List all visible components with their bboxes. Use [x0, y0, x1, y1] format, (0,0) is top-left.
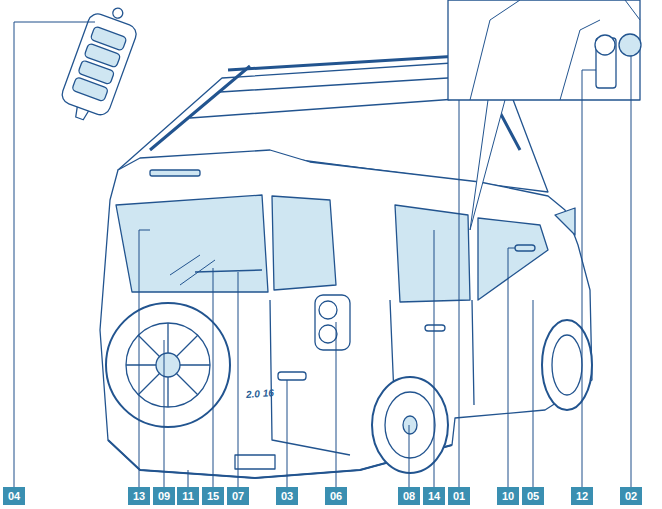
brake-light [150, 170, 200, 176]
callout-number: 13 [128, 487, 150, 505]
spare-wheel [106, 303, 230, 427]
leader-line [582, 70, 596, 487]
fob-button [72, 77, 109, 102]
leader-line [336, 322, 337, 487]
license-plate [235, 455, 275, 469]
callout-number: 06 [325, 487, 347, 505]
car-body [100, 150, 592, 478]
leader-line [287, 380, 288, 487]
front-rim [552, 335, 582, 395]
fob-body [59, 11, 138, 117]
key-fob [56, 0, 143, 127]
callout-number: 09 [153, 487, 175, 505]
door-handle [515, 245, 535, 251]
callout-number: 14 [423, 487, 445, 505]
tail-light-lamp [319, 301, 337, 319]
callout-number: 04 [3, 487, 25, 505]
rear-wiper [170, 255, 215, 285]
leader-line [14, 22, 95, 487]
cup-holder [619, 34, 641, 56]
shift-knob [595, 35, 615, 55]
callout-number: 05 [522, 487, 544, 505]
front-wheel [542, 320, 592, 410]
leader-line [508, 248, 515, 487]
tail-light-lamp [319, 325, 337, 343]
inset-pointer [470, 100, 505, 230]
roof-crossbar [190, 76, 480, 118]
quarter-window [272, 196, 336, 290]
leader-line [238, 272, 239, 487]
leader-line [213, 268, 214, 487]
leader-line [188, 470, 189, 487]
leader-line [434, 230, 435, 487]
rear-rim [385, 392, 435, 458]
leader-lines [14, 22, 631, 487]
console-inset [448, 0, 640, 100]
fob-ring [111, 7, 124, 20]
tail-light [315, 295, 350, 350]
leader-line [139, 230, 150, 487]
leader-line [459, 100, 460, 487]
console-outline [470, 0, 640, 100]
callout-number: 01 [448, 487, 470, 505]
callout-number: 03 [276, 487, 298, 505]
fob-tip [74, 107, 89, 121]
rear-wheel [372, 377, 448, 473]
callout-number: 10 [497, 487, 519, 505]
callout-number: 11 [177, 487, 199, 505]
callout-number: 02 [620, 487, 642, 505]
badge-text: 2.0 16 [246, 387, 275, 401]
tailgate-handle [278, 372, 306, 380]
rear-hub [403, 416, 417, 434]
front-door-window [478, 218, 548, 300]
tailgate-line [195, 270, 262, 272]
leader-line [631, 56, 632, 487]
callout-number: 08 [398, 487, 420, 505]
leader-line [533, 300, 534, 487]
callout-number: 15 [202, 487, 224, 505]
callout-number: 12 [571, 487, 593, 505]
door-handle [425, 325, 445, 331]
leader-line [164, 340, 165, 487]
callout-number: 07 [227, 487, 249, 505]
mirror [555, 208, 575, 235]
leader-line [409, 425, 410, 487]
